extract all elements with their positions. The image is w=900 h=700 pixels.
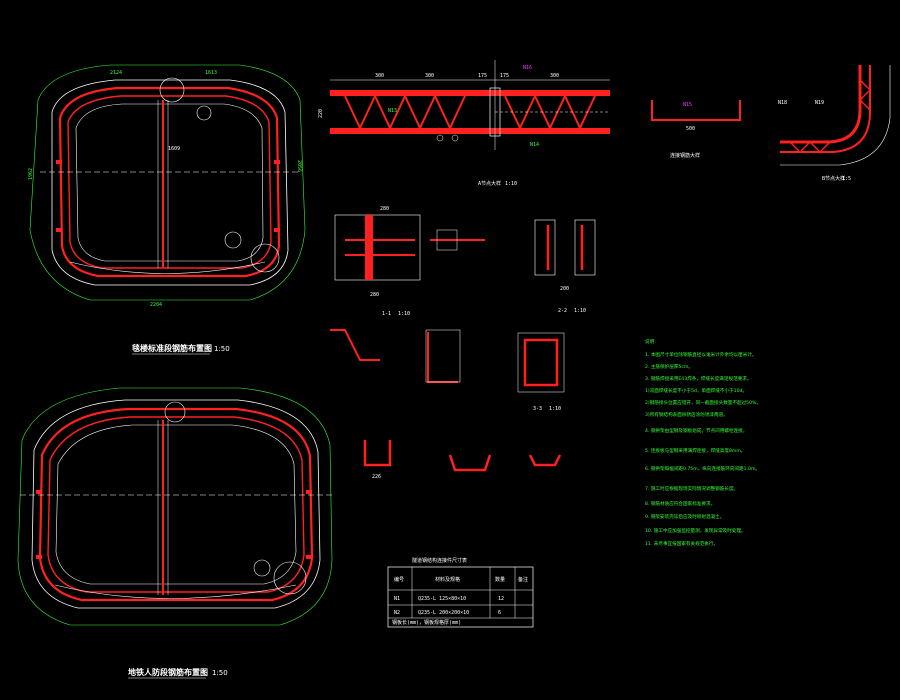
note-line: 2)钢筋接头位置应错开，同一截面接头数量不超过50%。 bbox=[645, 399, 761, 406]
upper-dim-envelope bbox=[29, 64, 306, 301]
svg-text:12: 12 bbox=[498, 596, 504, 602]
note-line: 2. 主筋保护层厚5cm。 bbox=[645, 363, 693, 370]
svg-text:280: 280 bbox=[370, 292, 379, 298]
upper-dim-2: 1613 bbox=[205, 70, 217, 76]
upper-dim-3: 1962 bbox=[28, 168, 34, 180]
upper-outer-rebar bbox=[58, 86, 281, 278]
note-line: 1)双面焊缝长度不小于5d，单面焊缝不小于10d。 bbox=[645, 387, 747, 394]
upper-dim-4: 2056 bbox=[296, 160, 302, 172]
upper-inner-rebar bbox=[67, 95, 272, 269]
lower-inner-rebar bbox=[47, 416, 305, 593]
svg-text:1:5: 1:5 bbox=[842, 176, 851, 182]
svg-text:300: 300 bbox=[425, 73, 434, 79]
notes-heading: 说明: bbox=[645, 338, 656, 345]
svg-text:1:10: 1:10 bbox=[549, 406, 561, 412]
connector-detail: 500 N15 bbox=[651, 100, 741, 132]
note-line: 3)所有钢结构表面除锈后涂防锈漆两道。 bbox=[645, 411, 728, 418]
truss-web-right bbox=[504, 93, 596, 131]
svg-text:226: 226 bbox=[372, 474, 381, 480]
truss-bottom-chord bbox=[330, 128, 610, 134]
table-header-note: 备注 bbox=[518, 576, 528, 583]
note-line: 7. 施工时应根据现场实际情况调整钢筋长度。 bbox=[645, 485, 738, 492]
lower-inner-profile bbox=[55, 424, 297, 585]
upper-outer-lining bbox=[51, 79, 289, 286]
section-3-label: 3-3 bbox=[533, 406, 542, 412]
upper-dim-5: 2204 bbox=[150, 302, 162, 308]
svg-text:175: 175 bbox=[478, 73, 487, 79]
section-2-label: 2-2 bbox=[558, 308, 567, 314]
svg-text:Q235-L 200×200×10: Q235-L 200×200×10 bbox=[418, 610, 469, 616]
lower-tunnel-section bbox=[17, 387, 333, 626]
design-notes: 说明: 1. 本图尺寸单位除钢筋直径以毫米计外余均以厘米计。 2. 主筋保护层厚… bbox=[645, 338, 761, 547]
connector-table: 编号 材料及规格 数量 备注 N1 Q235-L 125×80×10 12 N2… bbox=[387, 566, 534, 628]
svg-text:N19: N19 bbox=[815, 100, 824, 106]
upper-detail-circle-right bbox=[250, 243, 280, 273]
truss-web-left bbox=[344, 93, 466, 131]
svg-text:Q235-L 125×80×10: Q235-L 125×80×10 bbox=[418, 596, 466, 602]
table-row: N1 bbox=[394, 596, 400, 602]
upper-detail-circle-top bbox=[159, 77, 185, 103]
section-2-2: 200 bbox=[534, 219, 596, 292]
section-1-label: 1-1 bbox=[382, 311, 391, 317]
upper-section-scale: 1:50 bbox=[214, 345, 230, 353]
table-header-material: 材料及规格 bbox=[435, 576, 460, 583]
svg-text:1:10: 1:10 bbox=[398, 311, 410, 317]
svg-text:钢板长(mm)，钢板规格厚(mm): 钢板长(mm)，钢板规格厚(mm) bbox=[392, 619, 461, 626]
table-title: 隧道钢结构连接件尺寸表 bbox=[412, 557, 467, 564]
note-line: 11. 未尽事宜按国家有关规范执行。 bbox=[645, 540, 718, 547]
table-header-id: 编号 bbox=[394, 576, 404, 583]
svg-text:1:10: 1:10 bbox=[574, 308, 586, 314]
svg-text:220: 220 bbox=[318, 109, 324, 118]
note-line: 8. 钢筋材质应符合国家标准要求。 bbox=[645, 500, 715, 507]
table-header-qty: 数量 bbox=[495, 576, 505, 583]
svg-text:N15: N15 bbox=[683, 102, 692, 108]
svg-text:N18: N18 bbox=[778, 100, 787, 106]
bent-bars: 226 bbox=[330, 329, 565, 480]
lower-outer-rebar bbox=[38, 407, 314, 602]
truss-top-chord bbox=[330, 90, 610, 96]
upper-section-title: 毯楼标准段钢筋布置图 bbox=[132, 343, 212, 353]
note-line: 1. 本图尺寸单位除钢筋直径以毫米计外余均以厘米计。 bbox=[645, 351, 757, 358]
a-node-detail: 300 300 175 175 300 N16 N13 N14 220 bbox=[318, 60, 610, 150]
svg-text:300: 300 bbox=[550, 73, 559, 79]
note-line: 10. 施工中应加强监控量测，发现异常及时处理。 bbox=[645, 527, 746, 534]
svg-text:N16: N16 bbox=[523, 65, 532, 71]
svg-text:N14: N14 bbox=[530, 142, 539, 148]
table-row: N2 bbox=[394, 610, 400, 616]
svg-text:200: 200 bbox=[560, 286, 569, 292]
upper-inner-profile bbox=[75, 103, 264, 262]
truss-dim-300a: 300 bbox=[375, 73, 384, 79]
b-node-detail: N18 N19 bbox=[778, 65, 891, 166]
a-detail-label: A节点大样 bbox=[478, 180, 501, 187]
b-node-label: B节点大样 bbox=[822, 175, 845, 182]
upper-dim-1: 2124 bbox=[110, 70, 122, 76]
svg-text:500: 500 bbox=[686, 126, 695, 132]
svg-text:6: 6 bbox=[498, 610, 501, 616]
svg-text:1:10: 1:10 bbox=[505, 181, 517, 187]
svg-text:280: 280 bbox=[380, 206, 389, 212]
lower-detail-circle-top bbox=[164, 401, 186, 423]
upper-dim-6: 1609 bbox=[168, 146, 180, 152]
lower-dim-envelope bbox=[17, 387, 333, 626]
upper-tunnel-section: 2124 1613 1962 2056 2204 1609 bbox=[28, 64, 306, 308]
note-line: 6. 钢拱架每榀间距0.75m，纵向连接筋环向间距1.0m。 bbox=[645, 465, 760, 472]
note-line: 5. 连接板与型钢采用满焊连接，焊缝高度8mm。 bbox=[645, 447, 745, 454]
lower-detail-circle-right bbox=[273, 561, 307, 595]
svg-text:N13: N13 bbox=[388, 108, 397, 114]
section-1-1: 280 280 bbox=[334, 206, 485, 298]
lower-outer-lining bbox=[31, 399, 321, 609]
note-line: 3. 钢筋焊接采用E43焊条，焊缝长度满足规范要求。 bbox=[645, 375, 751, 382]
svg-text:175: 175 bbox=[500, 73, 509, 79]
note-line: 4. 钢拱架由型钢及钢板组成，节点间用螺栓连接。 bbox=[645, 427, 747, 434]
lower-section-scale: 1:50 bbox=[212, 669, 228, 677]
connector-label: 连接钢筋大样 bbox=[670, 152, 700, 159]
lower-section-title: 地铁人防段钢筋布置图 bbox=[128, 667, 208, 677]
note-line: 9. 钢架安装完毕后应及时喷射混凝土。 bbox=[645, 513, 724, 520]
